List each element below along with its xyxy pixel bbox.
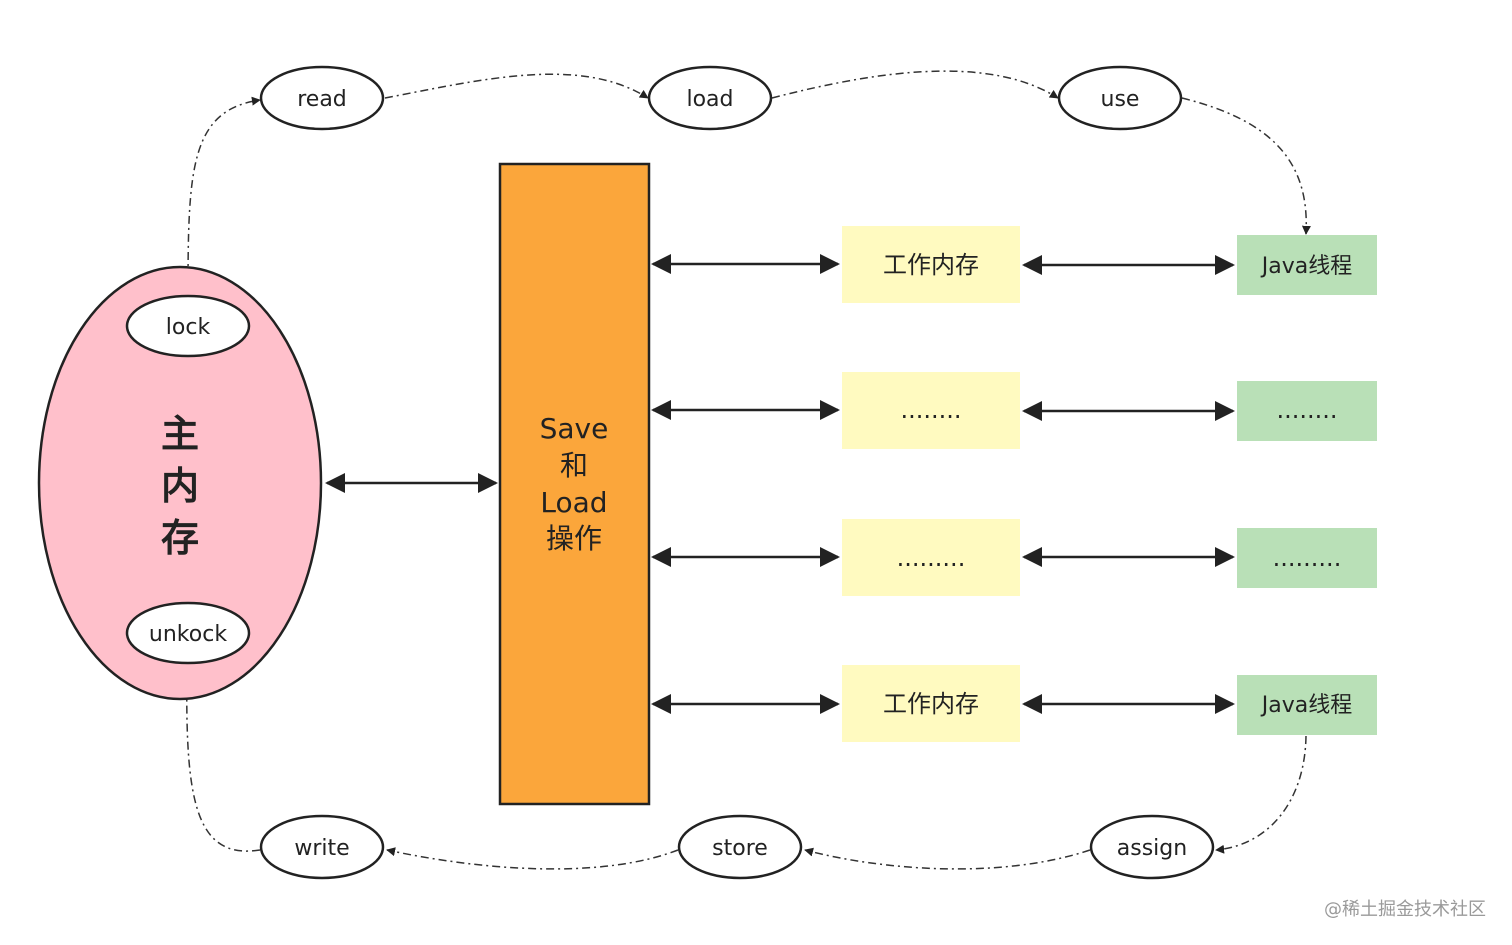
working-memory-box-4	[842, 665, 1020, 742]
op-use: use	[1057, 65, 1183, 131]
save-load-line-1: Save	[540, 412, 609, 445]
main-memory-ellipse	[37, 265, 323, 701]
main-memory-char-1: 主	[161, 412, 199, 456]
working-memory-label-4: 工作内存	[883, 690, 979, 718]
save-load-line-4: 操作	[546, 522, 602, 555]
op-load: load	[647, 65, 773, 131]
thread-label-4: Java线程	[1260, 693, 1352, 718]
op-lock: lock	[125, 294, 251, 358]
connector-assign-store	[804, 847, 1091, 870]
main-memory: 主 内 存	[37, 265, 323, 701]
op-read-label: read	[297, 87, 347, 112]
op-unlock-label: unkock	[149, 622, 227, 647]
op-store-label: store	[712, 836, 768, 861]
thread-label-3: .........	[1273, 544, 1342, 572]
op-write: write	[259, 814, 385, 880]
thread-label-2: ........	[1276, 396, 1337, 424]
main-memory-char-2: 内	[161, 464, 199, 508]
op-assign: assign	[1089, 814, 1215, 880]
working-memory-box-1	[842, 226, 1020, 303]
op-lock-label: lock	[166, 315, 211, 340]
operation-nodes: lock unkock read load use write store a	[125, 65, 1215, 880]
op-write-label: write	[294, 836, 349, 861]
connector-lock-read	[187, 96, 261, 297]
thread-label-1: Java线程	[1260, 254, 1352, 279]
thread-box-3	[1237, 528, 1377, 588]
working-memory-label-3: .........	[897, 544, 966, 572]
working-memory-label-1: 工作内存	[883, 251, 979, 279]
thread-box-2	[1237, 381, 1377, 441]
flow-connectors	[182, 70, 1311, 870]
row-3: ......... .........	[651, 519, 1377, 596]
connector-store-write	[386, 847, 679, 870]
connector-load-use	[771, 70, 1059, 99]
op-assign-label: assign	[1117, 836, 1187, 861]
connector-thread-assign	[1215, 735, 1307, 854]
save-load-line-3: Load	[540, 486, 607, 519]
op-use-label: use	[1101, 87, 1140, 112]
save-load-rect	[498, 162, 651, 806]
thread-box-4	[1237, 675, 1377, 735]
op-load-label: load	[686, 87, 733, 112]
row-4: 工作内存 Java线程	[651, 665, 1377, 742]
connector-use-thread	[1181, 97, 1311, 235]
op-unlock: unkock	[125, 601, 251, 665]
connector-read-load	[384, 73, 649, 99]
working-memory-box-3	[842, 519, 1020, 596]
working-memory-box-2	[842, 372, 1020, 449]
connector-write-unlock	[182, 667, 261, 852]
row-2: ........ ........	[651, 372, 1377, 449]
main-memory-char-3: 存	[161, 516, 199, 560]
thread-box-1	[1237, 235, 1377, 295]
save-load-block: Save 和 Load 操作	[498, 162, 651, 806]
op-read: read	[259, 65, 385, 131]
op-store: store	[677, 814, 803, 880]
watermark: @稀土掘金技术社区	[1324, 899, 1486, 920]
save-load-line-2: 和	[560, 449, 588, 482]
working-memory-label-2: ........	[900, 396, 961, 424]
row-1: 工作内存 Java线程	[651, 226, 1377, 303]
